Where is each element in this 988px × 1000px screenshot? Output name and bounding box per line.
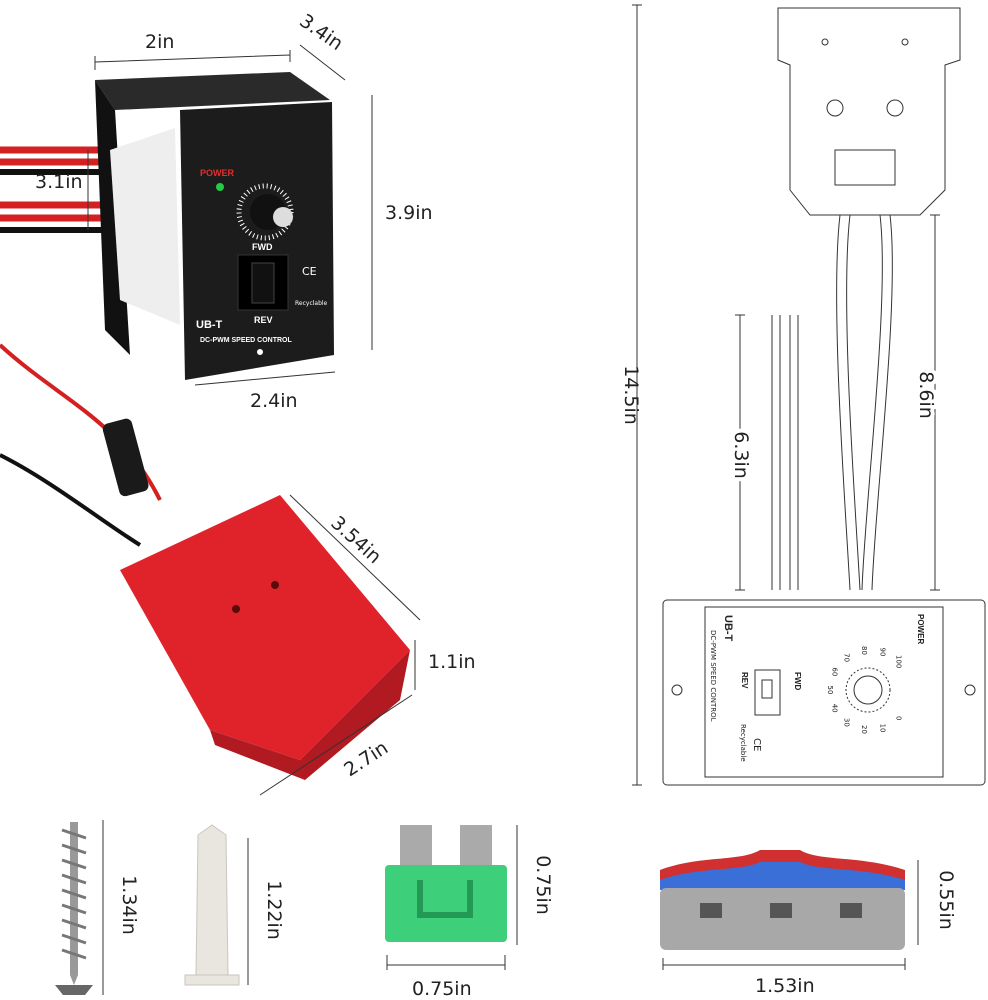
power-led [216, 183, 224, 191]
product-label: DC-PWM SPEED CONTROL [200, 337, 293, 344]
diagram-brand-label: UB-T [722, 615, 734, 642]
dim-fuse-height: 0.75in [532, 855, 554, 915]
blade-fuse-photo: 0.75in 0.75in [385, 825, 554, 1000]
diagram-rev-label: REV [740, 672, 749, 689]
dial-number-90: 90 [878, 647, 886, 656]
diagram-fwd-label: FWD [793, 672, 802, 690]
assembly-dimension-lines: 14.5in 6.3in 8.6in [620, 4, 941, 786]
ce-mark: CE [302, 265, 317, 278]
screw-photo: 1.34in [55, 820, 140, 995]
fuse-holder [102, 418, 149, 497]
dim-wire-spacing: 3.1in [35, 171, 83, 193]
diagram-power-label: POWER [916, 614, 925, 644]
rev-label: REV [254, 315, 273, 325]
battery-adapter-photo [0, 343, 410, 780]
wall-anchor-photo: 1.22in [184, 824, 285, 986]
dim-screw-length: 1.34in [118, 875, 140, 935]
dial-number-100: 100 [894, 655, 902, 668]
dim-controller-width: 2in [145, 31, 174, 53]
fwd-label: FWD [252, 242, 273, 252]
dial-number-30: 30 [842, 718, 850, 727]
dial-number-0: 0 [894, 716, 902, 720]
dim-connector-width: 1.53in [755, 975, 815, 997]
diagram-dial-numbers: 0 10 20 30 40 50 60 70 80 90 100 [826, 646, 902, 734]
dial-number-40: 40 [830, 704, 838, 713]
recyclable-label: Recyclable [295, 300, 328, 307]
diagram-ce-mark: CE [751, 738, 762, 751]
dim-anchor-length: 1.22in [263, 880, 285, 940]
power-label: POWER [200, 168, 235, 178]
speed-controller-photo: POWER FWD REV UB-T DC-PWM SPEED CONTROL … [0, 72, 334, 380]
wire-connector-photo: 0.55in 1.53in [660, 850, 957, 997]
dim-fuse-width: 0.75in [412, 978, 472, 1000]
dial-number-50: 50 [826, 686, 834, 695]
controller-outline [662, 599, 986, 786]
dim-controller-depth: 3.4in [295, 10, 347, 55]
diagram-product-label: DC-PWM SPEED CONTROL [709, 630, 717, 722]
dim-controller-base-width: 2.4in [250, 390, 298, 412]
assembly-line-drawing: UB-T DC-PWM SPEED CONTROL REV Recyclable… [662, 7, 986, 786]
dim-adapter-height: 1.1in [428, 651, 476, 673]
dim-total-length: 14.5in [620, 365, 642, 425]
dim-wire-long: 8.6in [915, 371, 937, 419]
dial-number-10: 10 [878, 724, 886, 733]
dim-wire-short: 6.3in [730, 431, 752, 479]
dim-adapter-length: 3.54in [326, 512, 385, 568]
dial-number-70: 70 [842, 653, 850, 662]
brand-label: UB-T [196, 319, 223, 331]
dim-connector-height: 0.55in [935, 870, 957, 930]
dim-controller-height: 3.9in [385, 202, 433, 224]
dial-number-60: 60 [830, 667, 838, 676]
dial-number-20: 20 [860, 725, 868, 734]
dial-number-80: 80 [860, 646, 868, 655]
diagram-recyclable-label: Recyclable [739, 724, 747, 762]
dial-outline [845, 667, 891, 713]
